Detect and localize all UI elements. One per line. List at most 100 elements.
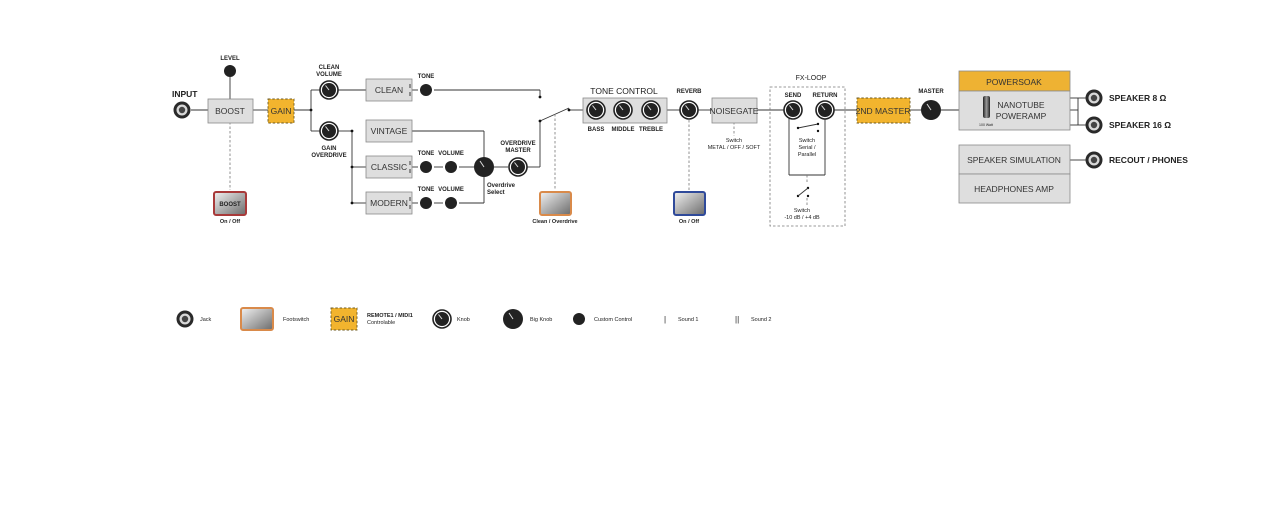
input-label: INPUT: [172, 89, 198, 99]
speaker-8-label: SPEAKER 8 Ω: [1109, 93, 1167, 103]
tube-watt-label: 100 Watt: [979, 123, 993, 127]
gain-overdrive-knob-icon[interactable]: [319, 121, 339, 141]
gain-overdrive-label-2: OVERDRIVE: [311, 153, 346, 159]
speaker-16-label: SPEAKER 16 Ω: [1109, 120, 1171, 130]
tube-icon: [983, 96, 990, 118]
noisegate-label: NOISEGATE: [710, 106, 759, 116]
gain-box[interactable]: [267, 98, 295, 124]
return-label: RETURN: [813, 93, 838, 99]
modern-volume-knob-icon[interactable]: [445, 197, 457, 209]
classic-channel-box: [365, 155, 413, 179]
vintage-channel-box: [365, 119, 413, 143]
overdrive-select-label-1: Overdrive: [487, 183, 516, 189]
clean-channel-box: [365, 78, 413, 102]
clean-channel-label: CLEAN: [375, 85, 403, 95]
fx-level-label-2: -10 dB / +4 dB: [784, 215, 820, 221]
fx-switch-label-3: Parallel: [798, 152, 816, 158]
master-label: MASTER: [918, 89, 944, 95]
clean-tone-knob-icon[interactable]: [420, 84, 432, 96]
boost-label: BOOST: [215, 106, 245, 116]
overdrive-master-knob-icon[interactable]: [508, 157, 528, 177]
gain-overdrive-label-1: GAIN: [322, 146, 337, 152]
remote-dashed-lines: [229, 86, 846, 227]
reverb-label: REVERB: [676, 89, 702, 95]
headphones-amp-box: [958, 173, 1071, 204]
boost-box: [207, 98, 254, 124]
treble-label: TREBLE: [639, 127, 663, 133]
nanotube-poweramp-box: [958, 90, 1071, 131]
speaker-simulation-label: SPEAKER SIMULATION: [967, 155, 1061, 165]
clean-overdrive-label: Clean / Overdrive: [532, 219, 577, 225]
legend-sound2-label: Sound 2: [751, 317, 772, 323]
legend-jack-icon: [176, 310, 194, 328]
level-label: LEVEL: [220, 56, 240, 62]
signal-wires: [191, 77, 1086, 204]
legend-gain-box: [330, 307, 358, 331]
noisegate-switch-label-2: METAL / OFF / SOFT: [708, 145, 761, 151]
legend-jack-label: Jack: [200, 317, 212, 323]
legend-footswitch-label: Footswitch: [283, 317, 309, 323]
legend-knob-label: Knob: [457, 317, 470, 323]
modern-tone-knob-icon[interactable]: [420, 197, 432, 209]
fx-switch-label-1: Switch: [799, 138, 815, 144]
speaker-8-jack-icon[interactable]: [1085, 89, 1103, 107]
legend-remote-label-2: Controlable: [367, 320, 395, 326]
classic-tone-knob-icon[interactable]: [420, 161, 432, 173]
legend-custom-control-icon: [573, 313, 585, 325]
legend-footswitch-icon: [240, 307, 274, 331]
overdrive-master-label-2: MASTER: [505, 148, 531, 154]
clean-tone-label: TONE: [418, 74, 435, 80]
middle-knob-icon[interactable]: [613, 100, 633, 120]
reverb-knob-icon[interactable]: [679, 100, 699, 120]
clean-volume-label-1: CLEAN: [319, 65, 340, 71]
legend-knob-icon: [432, 309, 452, 329]
legend-gain-label: GAIN: [334, 314, 355, 324]
legend-big-knob-label: Big Knob: [530, 317, 552, 323]
junction-dots: [309, 95, 820, 205]
clean-volume-knob-icon[interactable]: [319, 80, 339, 100]
classic-volume-knob-icon[interactable]: [445, 161, 457, 173]
fx-switch-label-2: Serial /: [798, 145, 816, 151]
send-jack-icon[interactable]: [783, 100, 803, 120]
classic-channel-label: CLASSIC: [371, 162, 407, 172]
overdrive-master-label-1: OVERDRIVE: [500, 141, 535, 147]
speaker-simulation-box: [958, 144, 1071, 175]
fx-level-switch: [797, 187, 809, 197]
fx-loop-title: FX-LOOP: [796, 75, 827, 82]
return-jack-icon[interactable]: [815, 100, 835, 120]
legend: Jack Footswitch GAIN REMOTE1 / MIDI1 Con…: [176, 307, 772, 331]
treble-knob-icon[interactable]: [641, 100, 661, 120]
powersoak-label: POWERSOAK: [986, 77, 1042, 87]
legend-custom-control-label: Custom Control: [594, 317, 632, 323]
speaker-16-jack-icon[interactable]: [1085, 116, 1103, 134]
noisegate-box: [711, 97, 758, 124]
legend-sound1-label: Sound 1: [678, 317, 699, 323]
recout-label: RECOUT / PHONES: [1109, 155, 1188, 165]
modern-channel-box: [365, 191, 413, 215]
legend-sound2-icon: ||: [735, 315, 739, 324]
gain-label: GAIN: [271, 106, 292, 116]
nanotube-label-1: NANOTUBE: [997, 100, 1045, 110]
bass-knob-icon[interactable]: [586, 100, 606, 120]
second-master-box[interactable]: [856, 97, 911, 124]
boost-footswitch-label: BOOST: [219, 202, 241, 208]
classic-tone-label: TONE: [418, 151, 435, 157]
reverb-footswitch[interactable]: [673, 191, 706, 216]
level-knob-icon[interactable]: [224, 65, 236, 77]
recout-jack-icon[interactable]: [1085, 151, 1103, 169]
input-jack-icon[interactable]: [173, 101, 191, 119]
fx-level-label-1: Switch: [794, 208, 810, 214]
modern-channel-label: MODERN: [370, 198, 408, 208]
boost-footswitch[interactable]: [213, 191, 247, 216]
tone-control-title: TONE CONTROL: [590, 86, 658, 96]
headphones-amp-label: HEADPHONES AMP: [974, 184, 1054, 194]
bass-label: BASS: [588, 127, 605, 133]
overdrive-select-label-2: Select: [487, 190, 505, 196]
middle-label: MIDDLE: [612, 127, 635, 133]
modern-volume-label: VOLUME: [438, 187, 464, 193]
clean-overdrive-footswitch[interactable]: [539, 191, 572, 216]
clean-volume-label-2: VOLUME: [316, 72, 342, 78]
vintage-channel-label: VINTAGE: [371, 126, 408, 136]
reverb-onoff-label: On / Off: [679, 219, 699, 225]
